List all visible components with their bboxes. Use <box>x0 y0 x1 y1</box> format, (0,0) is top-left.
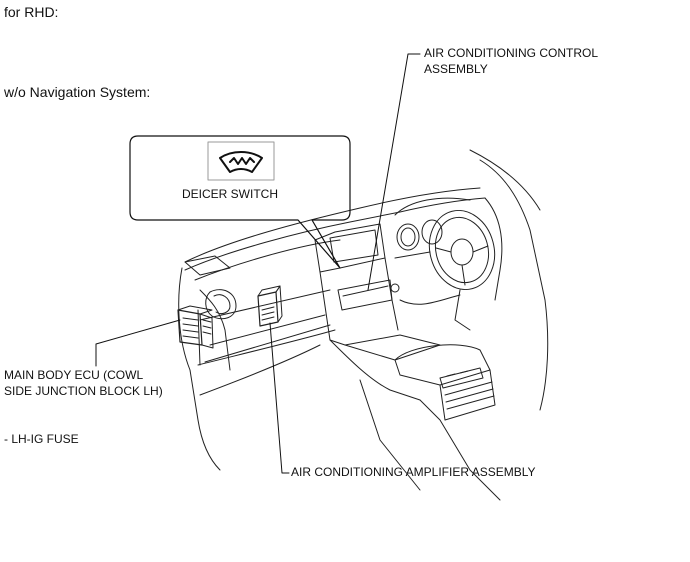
dashboard-top <box>184 197 486 271</box>
steering-wheel-outer <box>428 209 496 291</box>
knob-right <box>390 283 400 293</box>
dashboard-vent-left <box>184 255 231 276</box>
gauge-left <box>396 223 420 251</box>
main-body-ecu-side <box>199 313 214 349</box>
steering-spoke-left <box>435 247 452 253</box>
deicer-switch-label: DEICER SWITCH <box>182 187 278 201</box>
lh-ig-fuse-label: - LH-IG FUSE <box>4 432 79 446</box>
roof-edge <box>469 149 541 211</box>
windshield-outline <box>184 187 481 263</box>
ac-control-leader <box>367 53 421 291</box>
glove-box-front <box>197 309 201 366</box>
console-rear-vent-2 <box>446 370 469 377</box>
main-body-ecu-detail <box>182 317 199 339</box>
deicer-callout-box <box>129 135 351 269</box>
left-vent-round <box>205 289 237 320</box>
variant-label: for RHD: <box>4 4 59 20</box>
cluster-hood <box>394 197 471 216</box>
right-dash-end <box>484 197 503 301</box>
main-body-ecu-label-line1: MAIN BODY ECU (COWL <box>4 368 144 382</box>
ac-amplifier-pins <box>261 306 275 321</box>
main-body-ecu-top <box>177 305 213 315</box>
ac-amplifier-side <box>275 285 283 323</box>
glove-box-top <box>199 289 331 321</box>
steering-column <box>454 289 471 331</box>
steering-spoke-bottom <box>461 264 466 286</box>
left-vent-inner <box>213 294 231 315</box>
glove-box-bottom <box>204 324 331 363</box>
steering-wheel-inner <box>434 216 490 284</box>
gauge-left-inner <box>400 227 416 247</box>
ac-control-panel <box>342 285 389 297</box>
center-stack-right <box>384 257 399 331</box>
dash-lower <box>197 329 336 366</box>
center-stack-upper <box>314 223 386 273</box>
right-knee-panel <box>399 294 461 305</box>
ac-amplifier-label: AIR CONDITIONING AMPLIFIER ASSEMBLY <box>291 465 536 479</box>
console-grooves <box>444 381 495 410</box>
left-door-panel <box>199 289 231 371</box>
glove-box-inner <box>209 314 326 346</box>
steering-spoke-right <box>472 245 489 253</box>
console-bottom <box>359 379 421 491</box>
main-body-ecu-label-line2: SIDE JUNCTION BLOCK LH) <box>4 384 163 398</box>
cluster-lower <box>394 251 431 259</box>
console-armrest <box>394 344 491 386</box>
left-dash-side <box>178 267 221 471</box>
ac-control-label-line1: AIR CONDITIONING CONTROL <box>424 46 599 60</box>
center-display <box>329 229 379 263</box>
console-left <box>329 339 421 401</box>
a-pillar-right <box>479 159 549 411</box>
main-body-ecu-pins <box>202 319 212 335</box>
steering-hub <box>450 238 474 266</box>
console-rear-vent <box>439 367 484 389</box>
ac-control-label-line2: ASSEMBLY <box>424 62 488 76</box>
dash-lower-2 <box>199 344 321 396</box>
windshield-deicer-icon <box>219 151 263 173</box>
ac-amplifier-leader <box>269 322 290 474</box>
console-rear <box>439 369 496 421</box>
console-side <box>419 399 501 501</box>
subvariant-label: w/o Navigation System: <box>4 84 151 100</box>
main-body-ecu-leader <box>95 319 181 367</box>
gauge-right <box>421 219 443 245</box>
